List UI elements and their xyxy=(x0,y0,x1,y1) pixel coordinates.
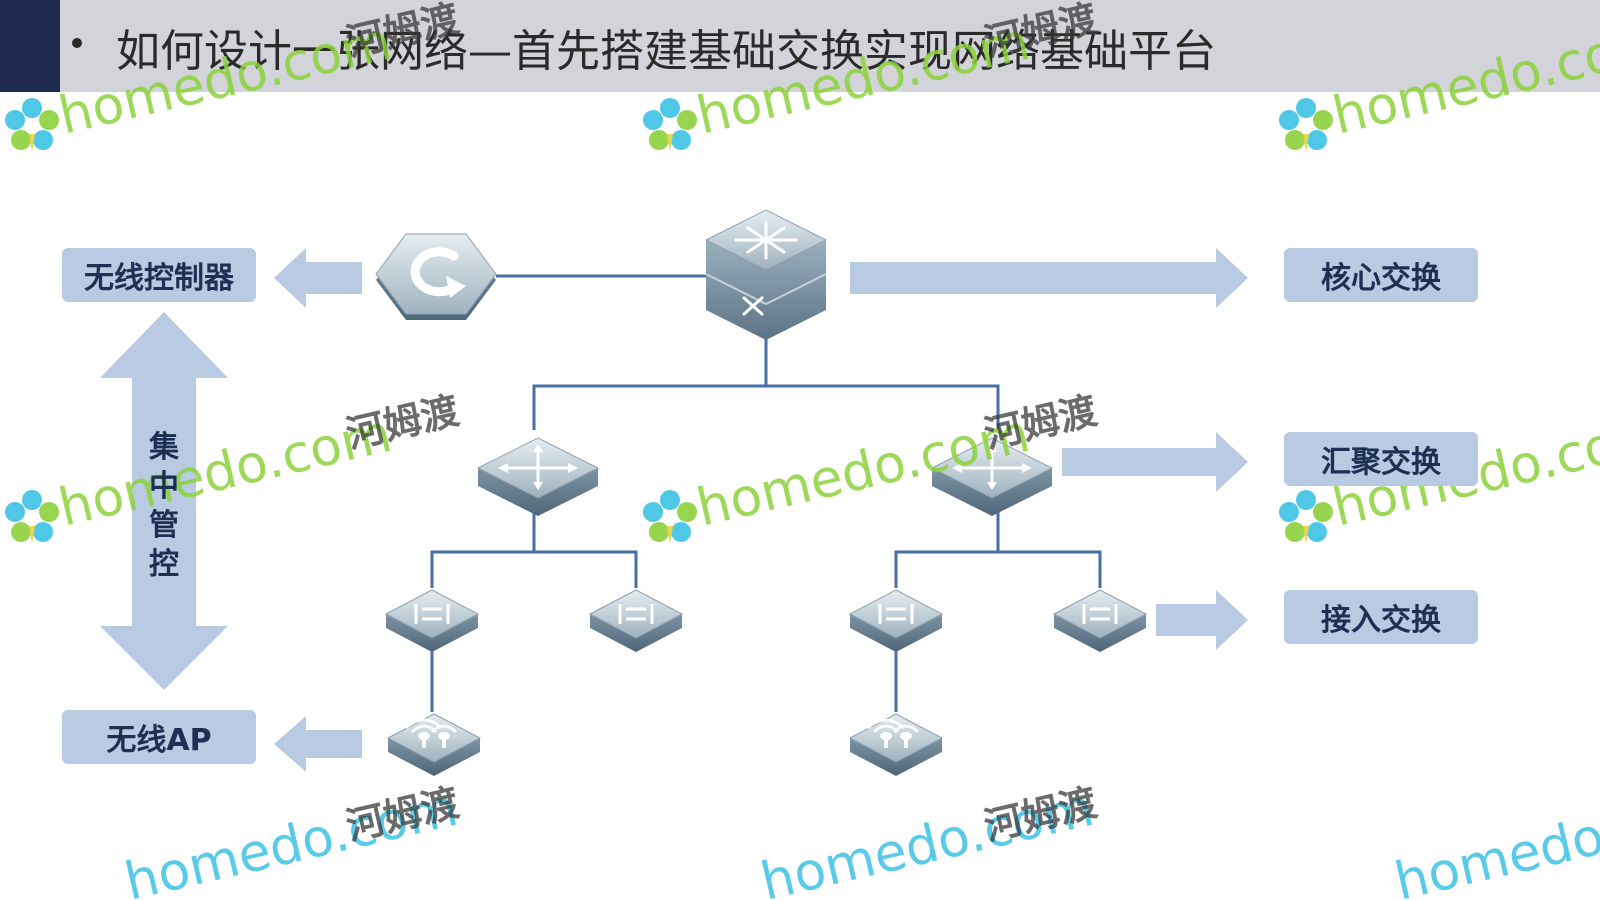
header-accent-bar xyxy=(0,0,60,92)
watermark-text: homedo.com xyxy=(1327,12,1600,147)
arrow-core-to-label xyxy=(850,248,1248,308)
arrow-access-to-label xyxy=(1156,590,1248,650)
slide-header: 如何设计一张网络—首先搭建基础交换实现网络基础平台 xyxy=(0,0,1600,92)
title-bullet xyxy=(72,38,82,48)
watermark-text: homedo.com xyxy=(1389,778,1600,900)
watermark-cn-text: 河姆渡 xyxy=(980,0,1101,65)
slide-title: 如何设计一张网络—首先搭建基础交换实现网络基础平台 xyxy=(116,26,1216,77)
watermark-cn-text: 河姆渡 xyxy=(342,388,463,457)
label-centralized-control: 集 中 管 控 xyxy=(149,430,179,582)
link-agg-left-access xyxy=(430,550,638,588)
access-switch-icon xyxy=(384,588,480,654)
label-access-switch: 接入交换 xyxy=(1284,590,1478,644)
label-wireless-ap: 无线AP xyxy=(62,710,256,764)
access-switch-icon xyxy=(1052,588,1148,654)
wireless-ap-icon xyxy=(386,712,482,778)
link-agg-right-access xyxy=(894,550,1102,588)
arrow-ap-to-label xyxy=(274,716,362,772)
arrow-controller-to-label xyxy=(274,248,362,308)
access-switch-icon xyxy=(588,588,684,654)
link-lines xyxy=(430,274,1102,712)
link-core-aggregation xyxy=(532,384,1000,430)
core-switch-icon xyxy=(704,209,828,340)
wireless-controller-icon xyxy=(375,233,497,320)
arrow-agg-to-label xyxy=(1062,432,1248,492)
aggregation-switch-icon xyxy=(476,436,600,518)
watermark-cn-text: 河姆渡 xyxy=(342,0,463,65)
arrows xyxy=(100,248,1248,772)
label-aggregation-switch: 汇聚交换 xyxy=(1284,432,1478,486)
wireless-ap-icon xyxy=(848,712,944,778)
label-wireless-controller: 无线控制器 xyxy=(62,248,256,302)
label-core-switch: 核心交换 xyxy=(1284,248,1478,302)
arrow-centralized-control xyxy=(100,312,228,690)
access-switch-icon xyxy=(848,588,944,654)
